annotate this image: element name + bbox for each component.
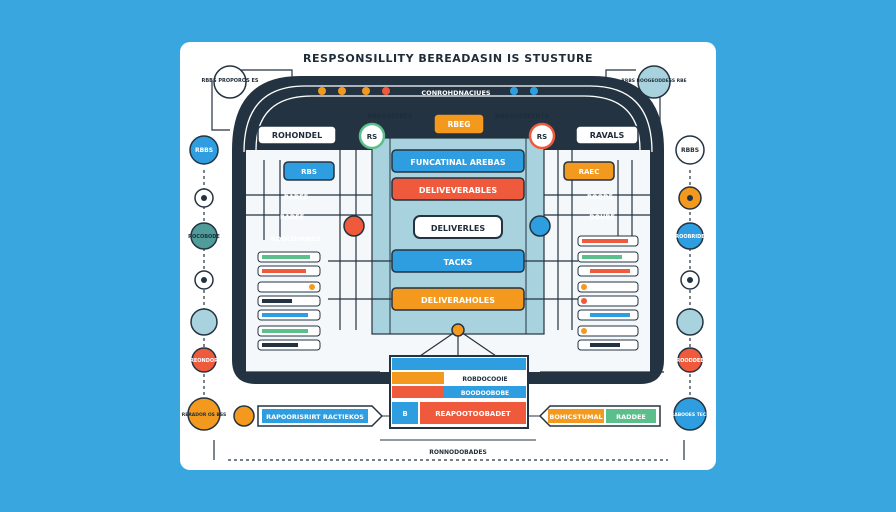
left-list bbox=[257, 251, 321, 351]
right-top-circle-label: RRBS BOOGEODDESS RBE bbox=[621, 78, 686, 84]
table-row-1: ROBDOCOOIE bbox=[462, 376, 507, 383]
bottom-left-bar-label: RAPOORISRIRT RACTIEKOS bbox=[266, 413, 364, 421]
table-row-2: BOODOOBOBE bbox=[461, 390, 509, 397]
table-red-label: REAPOOTOOBADET bbox=[435, 410, 511, 418]
roundel-label: ROHONDEL bbox=[272, 131, 322, 140]
rbeg-box bbox=[433, 113, 485, 135]
deliverables-label-2: DELIVERLES bbox=[431, 224, 486, 233]
center-arrows bbox=[328, 260, 578, 300]
inner-connectors bbox=[246, 150, 650, 330]
deliverables-label-3: DELIVERAHOLES bbox=[421, 296, 495, 305]
connector-node-red bbox=[343, 215, 365, 237]
deliverables-box-2 bbox=[413, 215, 503, 239]
functional-areas-box bbox=[391, 149, 525, 173]
left-lower-label: REONDOR bbox=[190, 358, 218, 364]
rs-circle-right-label: RS bbox=[537, 133, 547, 141]
roundel-box bbox=[257, 125, 337, 145]
fan-out-node bbox=[451, 323, 465, 337]
bottom-table bbox=[389, 355, 529, 429]
outer-left-column bbox=[187, 65, 247, 431]
doube-label: DOUBE bbox=[589, 213, 615, 221]
right-list bbox=[577, 235, 639, 351]
right-bottom-label: RABOOES TECE bbox=[671, 412, 709, 418]
radee-label-2: RADEE bbox=[280, 213, 304, 221]
functional-areas-label: FUNCATINAL AREBAS bbox=[410, 158, 505, 167]
raec-label: RAEC bbox=[579, 168, 600, 176]
left-rbbs-label: RBBS bbox=[195, 147, 213, 154]
ravals-box bbox=[575, 125, 639, 145]
top-rail-label: CONROHDNACIUES bbox=[421, 89, 490, 97]
connector-node-blue bbox=[529, 215, 551, 237]
left-list-title: ROOLDHDBES bbox=[271, 235, 322, 243]
bottom-caption: RONNODOBADES bbox=[429, 449, 487, 456]
left-small-label: BRAGVEEBES bbox=[368, 113, 413, 120]
frame-rails bbox=[243, 85, 653, 153]
right-rbbs-label: RBBS bbox=[681, 147, 699, 154]
roode-label: ROODE bbox=[587, 193, 613, 201]
rail-dots bbox=[318, 87, 558, 95]
table-cell-b: B bbox=[402, 410, 407, 418]
radee-label-1: RADEE bbox=[284, 193, 308, 201]
rs-circle-right bbox=[528, 122, 556, 150]
deliverables-box-1 bbox=[391, 177, 525, 201]
bottom-arrows bbox=[380, 415, 540, 441]
ravals-label: RAVALS bbox=[590, 131, 625, 140]
rbeg-label: RBEG bbox=[448, 120, 471, 129]
deliverables-label-1: DELIVEVERABLES bbox=[419, 186, 498, 195]
tasks-label: TACKS bbox=[444, 258, 473, 267]
right-small-label: RABOUCEEENTS bbox=[495, 113, 549, 120]
bottom-right-bar-label-1: BOHICSTUMAL bbox=[549, 413, 602, 421]
central-column-grid bbox=[389, 138, 527, 334]
raec-box bbox=[563, 161, 615, 181]
rbs-label: RBS bbox=[301, 168, 317, 176]
fan-out-lines bbox=[236, 329, 664, 373]
left-bottom-label: RERADOR OS BSS bbox=[182, 412, 226, 418]
diagram-title: RESPSONSILLITY BEREADASIN IS STUSTURE bbox=[302, 52, 593, 65]
rs-circle-left bbox=[358, 122, 386, 150]
right-lower-label: ROODDEE bbox=[676, 358, 704, 364]
left-top-circle-label: RBBS PROPOROS ES bbox=[202, 78, 259, 84]
rbs-box bbox=[283, 161, 335, 181]
bottom-left-node bbox=[233, 405, 255, 427]
rs-circle-left-label: RS bbox=[367, 133, 377, 141]
bottom-right-bar-label-2: RADDEE bbox=[616, 413, 646, 421]
outer-right-column bbox=[637, 65, 707, 431]
right-mid-label: ROOBRIDE bbox=[675, 234, 705, 240]
left-mid-label: ROCOBODE bbox=[188, 234, 220, 240]
